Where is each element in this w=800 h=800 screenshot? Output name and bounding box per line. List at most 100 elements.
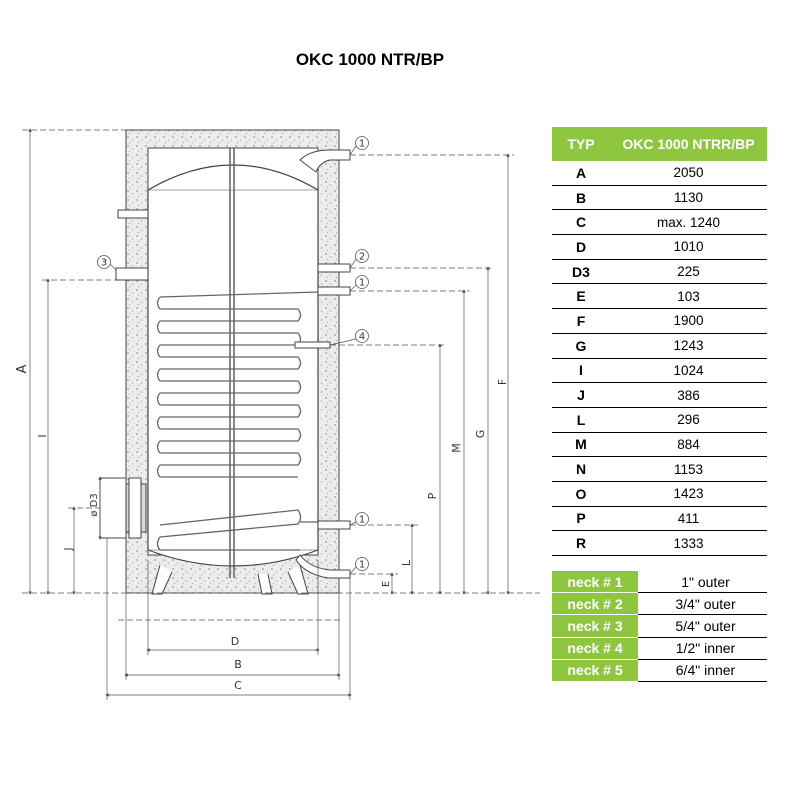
center-rod xyxy=(229,148,235,578)
label-f: F xyxy=(496,379,509,385)
tank-legs xyxy=(151,564,309,595)
tank-drawing: 1 2 1 4 3 1 1 A B C D ø D3 E F G I J L M… xyxy=(15,128,540,700)
svg-text:1: 1 xyxy=(359,278,365,289)
dimension-key: B xyxy=(552,185,610,211)
callout-1-low: 1 xyxy=(349,512,369,526)
label-a: A xyxy=(15,364,30,373)
dimension-key: L xyxy=(552,407,610,433)
dimension-key: P xyxy=(552,506,610,532)
dimension-value: 1024 xyxy=(610,358,767,384)
label-l: L xyxy=(400,559,413,566)
dimension-key: M xyxy=(552,432,610,458)
svg-text:1: 1 xyxy=(359,560,365,571)
neck-value: 1" outer xyxy=(638,571,767,594)
label-d3: ø D3 xyxy=(89,493,100,516)
dimension-key: R xyxy=(552,530,610,556)
heating-coil-lower xyxy=(156,509,318,551)
svg-text:1: 1 xyxy=(359,515,365,526)
neck-value: 6/4" inner xyxy=(638,659,767,682)
dimension-key: C xyxy=(552,209,610,236)
label-d: D xyxy=(231,635,239,648)
dimension-key: G xyxy=(552,333,610,359)
callout-2: 2 xyxy=(349,249,369,269)
dimension-key: O xyxy=(552,481,610,507)
dimension-key: E xyxy=(552,283,610,310)
dimensions-table-header: TYP OKC 1000 NTRR/BP xyxy=(552,127,767,161)
label-j: J xyxy=(62,547,75,551)
svg-text:2: 2 xyxy=(359,252,365,263)
dimension-value: 411 xyxy=(610,506,767,532)
heating-coil-upper xyxy=(156,291,319,478)
dimension-key: N xyxy=(552,456,610,482)
dimension-lines xyxy=(22,128,540,700)
neck-key: neck # 5 xyxy=(552,659,638,682)
dimension-value: 1423 xyxy=(610,481,767,507)
dimension-value: 386 xyxy=(610,382,767,408)
tank-shell xyxy=(147,164,319,567)
label-g: G xyxy=(474,430,487,439)
svg-text:4: 4 xyxy=(359,332,365,343)
dimension-key: D xyxy=(552,234,610,260)
callout-1-top: 1 xyxy=(349,136,369,156)
dimension-value: max. 1240 xyxy=(610,209,767,236)
neck-value: 3/4" outer xyxy=(638,592,767,616)
dimension-value: 1900 xyxy=(610,308,767,334)
diagram-title: OKC 1000 NTR/BP xyxy=(295,50,445,69)
neck-callouts: 1 2 1 4 3 1 1 xyxy=(97,136,369,575)
callout-1-bottom: 1 xyxy=(349,557,369,575)
dimension-value: 1010 xyxy=(610,234,767,260)
svg-text:1: 1 xyxy=(359,139,365,150)
label-m: M xyxy=(450,443,463,453)
dimension-value: 1153 xyxy=(610,456,767,482)
dimension-key: D3 xyxy=(552,259,610,285)
side-flange xyxy=(99,477,147,539)
dimension-value: 884 xyxy=(610,432,767,458)
label-p: P xyxy=(426,492,439,499)
pipe-fittings xyxy=(115,149,351,579)
neck-key: neck # 2 xyxy=(552,592,638,616)
label-e: E xyxy=(381,581,392,587)
dimension-value: 1130 xyxy=(610,185,767,211)
dimension-key: J xyxy=(552,382,610,408)
callout-4: 4 xyxy=(329,329,369,346)
dimension-value: 103 xyxy=(610,283,767,310)
svg-text:3: 3 xyxy=(101,258,107,269)
neck-key: neck # 4 xyxy=(552,637,638,660)
neck-value: 1/2" inner xyxy=(638,637,767,660)
dimension-key: I xyxy=(552,358,610,384)
label-i: I xyxy=(36,434,49,437)
dimension-value: 2050 xyxy=(610,161,767,186)
dimension-value: 296 xyxy=(610,407,767,433)
header-model: OKC 1000 NTRR/BP xyxy=(610,127,767,161)
neck-key: neck # 1 xyxy=(552,571,638,594)
label-b: B xyxy=(234,658,242,671)
dimension-value: 1243 xyxy=(610,333,767,359)
dimension-labels: A B C D ø D3 E F G I J L M P xyxy=(15,364,509,692)
neck-key: neck # 3 xyxy=(552,614,638,638)
dimension-value: 1333 xyxy=(610,530,767,556)
callout-1-mid: 1 xyxy=(349,275,369,292)
svg-text:ø D3: ø D3 xyxy=(89,493,100,516)
dimension-value: 225 xyxy=(610,259,767,285)
neck-value: 5/4" outer xyxy=(638,614,767,638)
dimension-key: A xyxy=(552,161,610,186)
header-typ: TYP xyxy=(552,127,610,161)
